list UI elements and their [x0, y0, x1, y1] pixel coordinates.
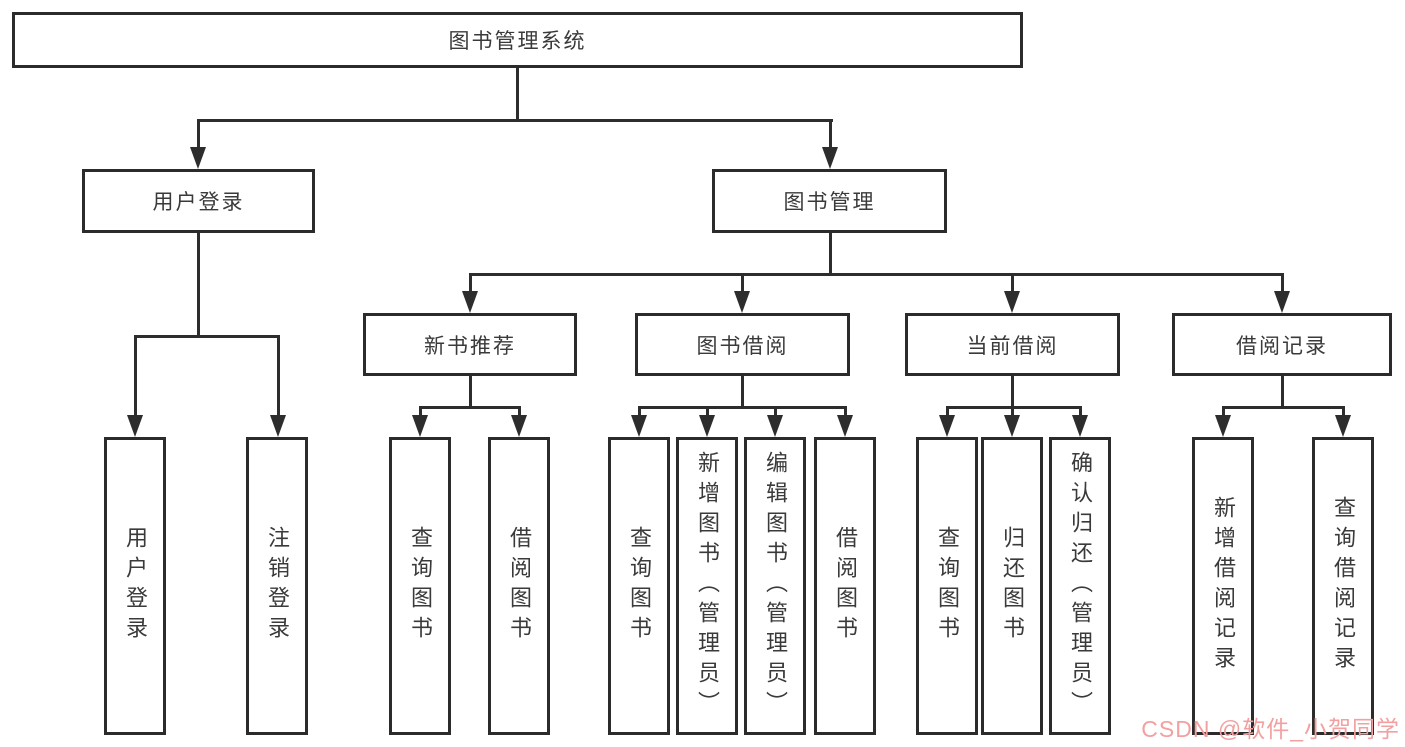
connector-borrow-drop	[741, 273, 744, 297]
leaf-query-books-2: 查询图书	[608, 437, 670, 735]
leaf-query-books-1-label: 查询图书	[408, 526, 433, 646]
connector-group2-hline	[419, 406, 521, 409]
leaf-edit-books-admin: 编辑图书（管理员）	[744, 437, 806, 735]
connector-records-stem	[1281, 376, 1284, 409]
leaf-query-borrow-record-label: 查询借阅记录	[1331, 496, 1356, 676]
node-current-borrow: 当前借阅	[905, 313, 1120, 376]
leaf-edit-books-admin-label: 编辑图书（管理员）	[763, 451, 788, 721]
arrow-down-icon	[699, 415, 715, 437]
leaf-borrow-books-2: 借阅图书	[814, 437, 876, 735]
node-user-login: 用户登录	[82, 169, 315, 233]
connector-group4-hline	[946, 406, 1082, 409]
arrow-down-icon	[837, 415, 853, 437]
connector-group1-drop2	[277, 335, 280, 420]
connector-newbook-drop	[469, 273, 472, 297]
connector-group3-drop3	[774, 406, 777, 420]
arrow-down-icon	[767, 415, 783, 437]
connector-group1-drop1	[134, 335, 137, 420]
node-book-mgmt: 图书管理	[712, 169, 947, 233]
leaf-add-borrow-record-label: 新增借阅记录	[1211, 496, 1236, 676]
connector-group4-drop2	[1011, 406, 1014, 420]
connector-group3-drop2	[706, 406, 709, 420]
arrow-down-icon	[270, 415, 286, 437]
node-book-mgmt-label: 图书管理	[783, 191, 876, 214]
node-user-login-label: 用户登录	[152, 191, 245, 214]
node-current-borrow-label: 当前借阅	[966, 334, 1059, 358]
leaf-borrow-books-2-label: 借阅图书	[833, 526, 858, 646]
connector-group3-drop1	[638, 406, 641, 420]
leaf-add-books-admin: 新增图书（管理员）	[676, 437, 738, 735]
node-new-book-recommend: 新书推荐	[363, 313, 577, 376]
connector-group4-drop3	[1079, 406, 1082, 420]
leaf-confirm-return-admin-label: 确认归还（管理员）	[1068, 451, 1093, 721]
arrow-down-icon	[939, 415, 955, 437]
arrow-down-icon	[631, 415, 647, 437]
connector-user-login-stem	[197, 233, 200, 338]
leaf-add-borrow-record: 新增借阅记录	[1192, 437, 1254, 735]
node-book-borrow: 图书借阅	[635, 313, 850, 376]
arrow-down-icon	[1004, 291, 1020, 313]
arrow-down-icon	[511, 415, 527, 437]
connector-root-stem	[516, 68, 519, 122]
leaf-borrow-books-1: 借阅图书	[488, 437, 550, 735]
leaf-confirm-return-admin: 确认归还（管理员）	[1049, 437, 1111, 735]
leaf-return-books: 归还图书	[981, 437, 1043, 735]
leaf-user-login: 用户登录	[104, 437, 166, 735]
leaf-user-login-label: 用户登录	[123, 526, 148, 646]
connector-newbook-stem	[469, 376, 472, 409]
node-new-book-recommend-label: 新书推荐	[424, 334, 516, 358]
connector-book-mgmt-drop	[829, 119, 832, 155]
leaf-return-books-label: 归还图书	[1000, 526, 1025, 646]
arrow-down-icon	[190, 147, 206, 169]
connector-group5-hline	[1222, 406, 1345, 409]
leaf-query-books-3-label: 查询图书	[935, 526, 960, 646]
connector-current-stem	[1011, 376, 1014, 409]
connector-group5-drop2	[1342, 406, 1345, 420]
arrow-down-icon	[1274, 291, 1290, 313]
watermark: CSDN @软件_小贺同学	[1141, 716, 1400, 742]
arrow-down-icon	[734, 291, 750, 313]
node-root-label: 图书管理系统	[448, 30, 587, 53]
connector-group3-drop4	[844, 406, 847, 420]
arrow-down-icon	[412, 415, 428, 437]
arrow-down-icon	[1215, 415, 1231, 437]
arrow-down-icon	[822, 147, 838, 169]
connector-group4-drop1	[946, 406, 949, 420]
connector-group1-hline	[134, 335, 280, 338]
arrow-down-icon	[462, 291, 478, 313]
connector-group2-drop1	[419, 406, 422, 420]
connector-user-login-drop	[197, 119, 200, 155]
connector-borrow-stem	[741, 376, 744, 409]
leaf-query-books-1: 查询图书	[389, 437, 451, 735]
arrow-down-icon	[127, 415, 143, 437]
leaf-query-books-3: 查询图书	[916, 437, 978, 735]
leaf-logout: 注销登录	[246, 437, 308, 735]
arrow-down-icon	[1004, 415, 1020, 437]
connector-level3-hline	[469, 273, 1284, 276]
connector-group5-drop1	[1222, 406, 1225, 420]
leaf-query-books-2-label: 查询图书	[627, 526, 652, 646]
connector-current-drop	[1011, 273, 1014, 297]
connector-level1-hline	[197, 119, 833, 122]
connector-group3-hline	[638, 406, 847, 409]
node-borrow-records: 借阅记录	[1172, 313, 1392, 376]
connector-book-mgmt-stem	[829, 233, 832, 276]
leaf-logout-label: 注销登录	[265, 526, 290, 646]
node-root: 图书管理系统	[12, 12, 1023, 68]
leaf-query-borrow-record: 查询借阅记录	[1312, 437, 1374, 735]
connector-records-drop	[1281, 273, 1284, 297]
arrow-down-icon	[1072, 415, 1088, 437]
connector-group2-drop2	[518, 406, 521, 420]
node-borrow-records-label: 借阅记录	[1236, 334, 1328, 358]
node-book-borrow-label: 图书借阅	[696, 334, 789, 358]
leaf-add-books-admin-label: 新增图书（管理员）	[695, 451, 720, 721]
arrow-down-icon	[1335, 415, 1351, 437]
leaf-borrow-books-1-label: 借阅图书	[507, 526, 532, 646]
